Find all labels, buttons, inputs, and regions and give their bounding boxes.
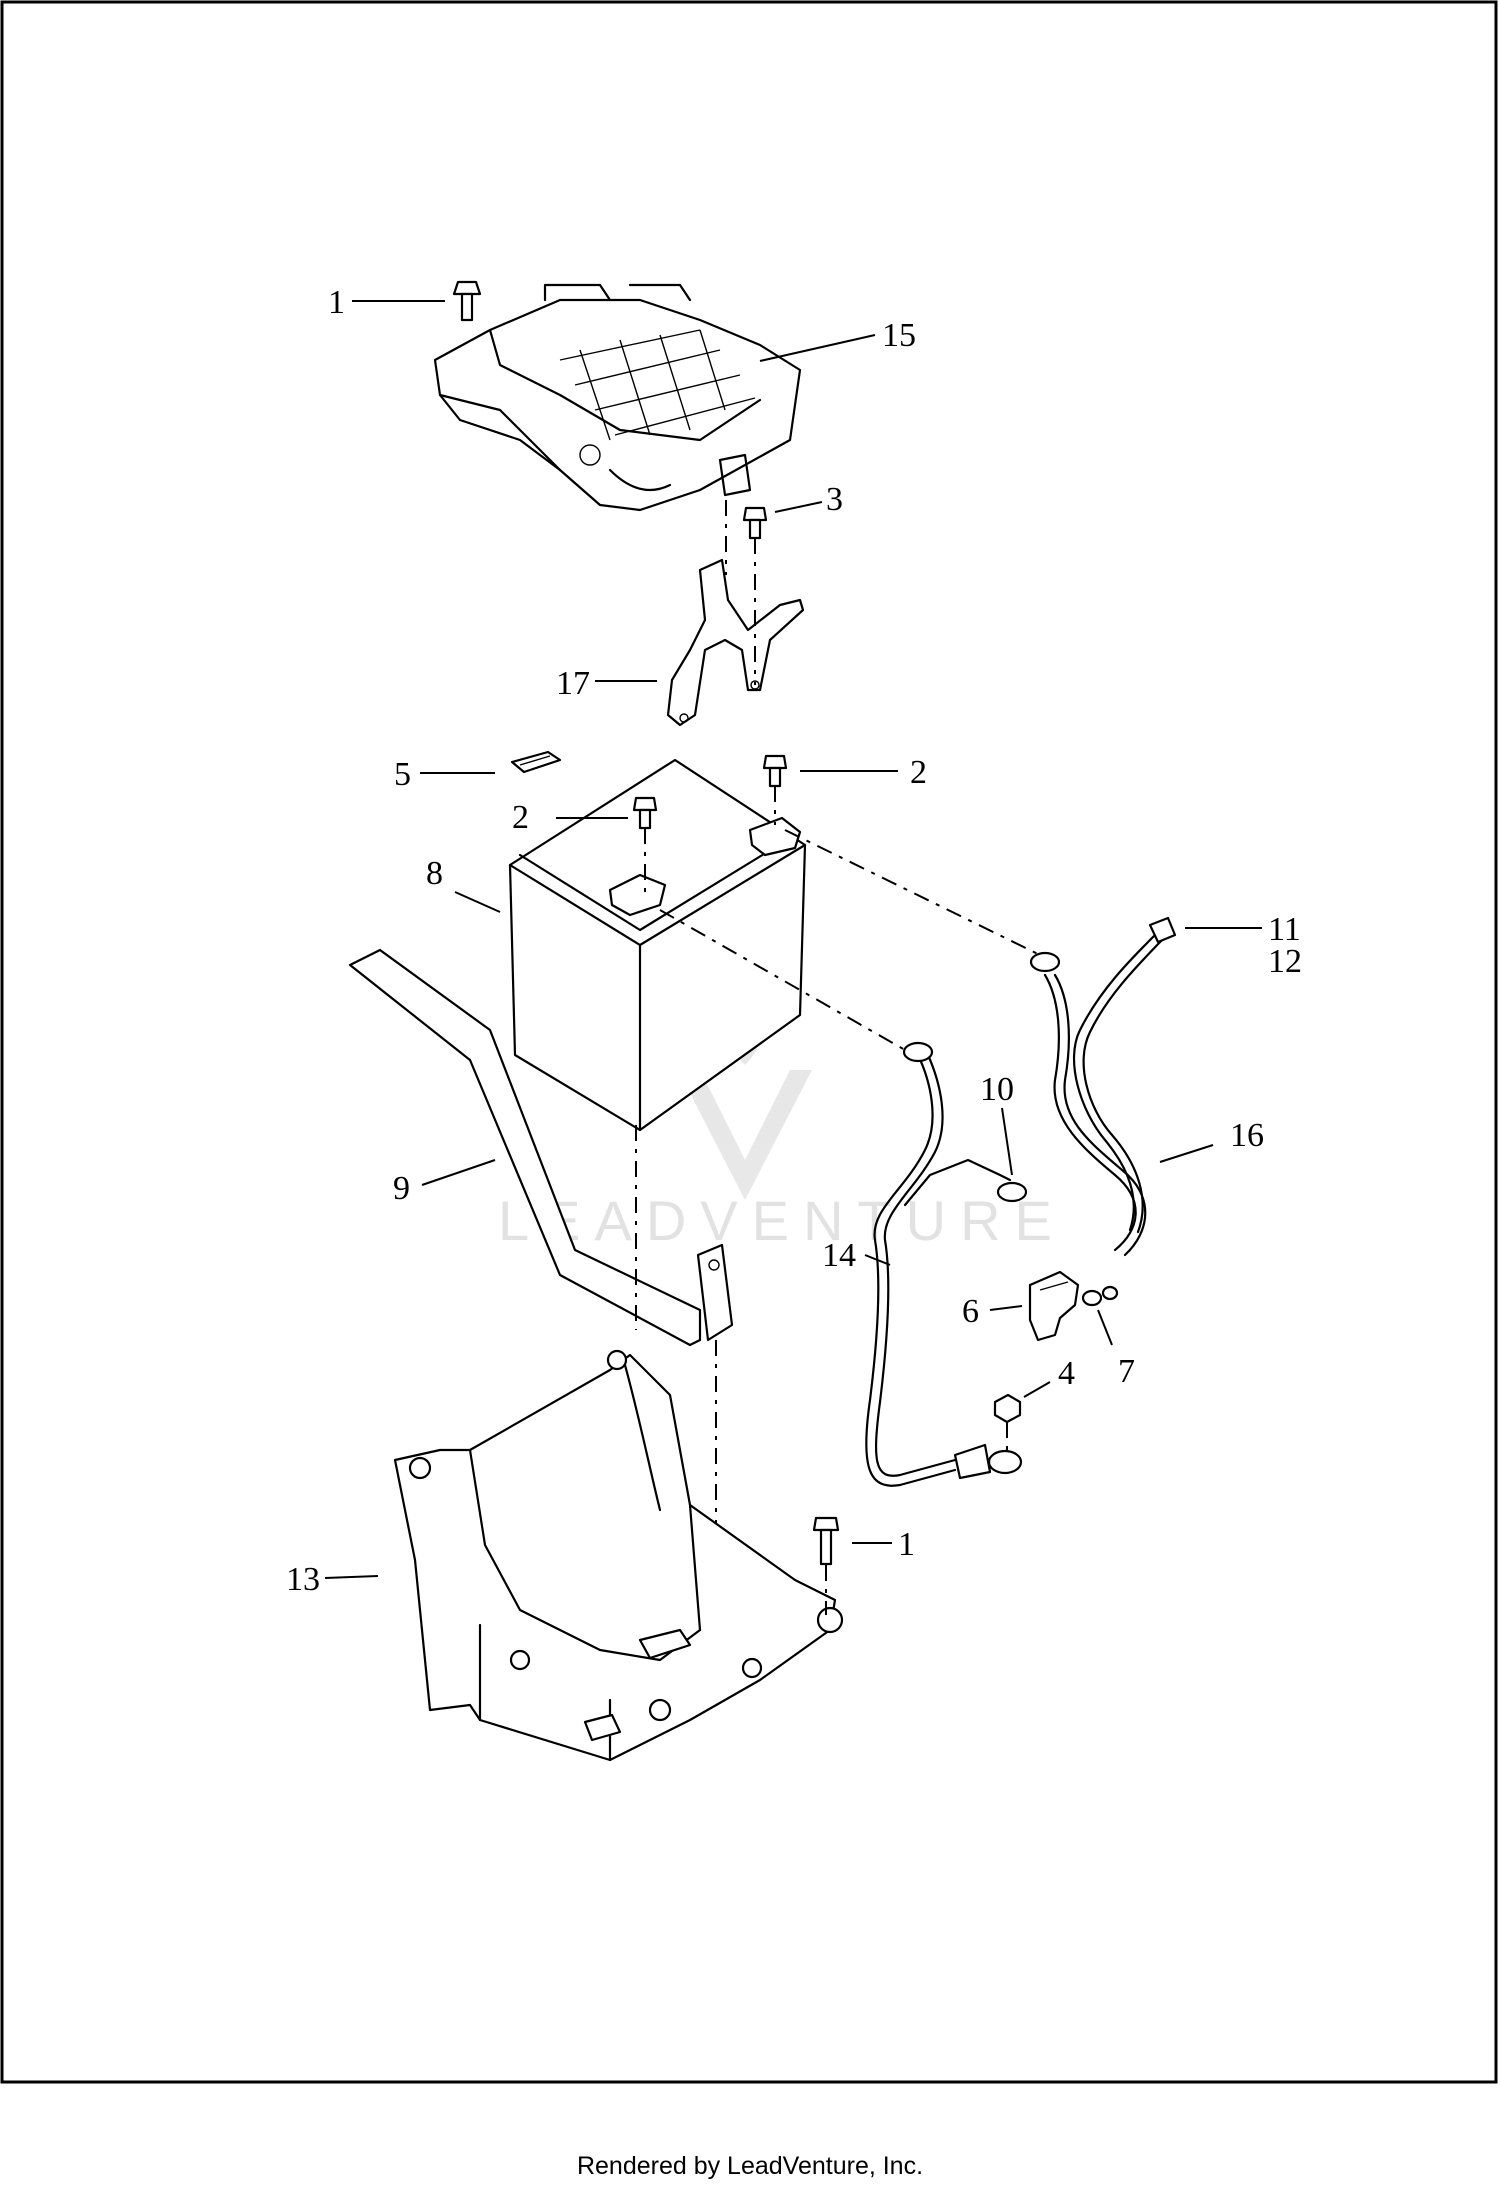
callout-3: 3 [826, 481, 843, 518]
part-4-nut [993, 1393, 1022, 1424]
footer-credit: Rendered by LeadVenture, Inc. [576, 2152, 924, 2180]
callout-10: 10 [980, 1071, 1014, 1108]
callout-9: 9 [393, 1170, 410, 1207]
part-8-battery [508, 758, 807, 1132]
callout-2-right: 2 [910, 754, 927, 791]
part-1-bolt-top [452, 280, 482, 322]
callout-1-top: 1 [328, 284, 345, 321]
part-9-strap [348, 948, 734, 1347]
leader-lines [324, 300, 1262, 1579]
callout-17: 17 [556, 665, 590, 702]
part-7-nut [1081, 1285, 1119, 1307]
callouts: 1 15 3 17 5 2 2 8 11 12 10 16 9 14 6 7 4… [286, 284, 1302, 1598]
callout-7: 7 [1118, 1353, 1135, 1390]
callout-12: 12 [1268, 943, 1302, 980]
callout-16: 16 [1230, 1117, 1264, 1154]
callout-1-bottom: 1 [898, 1526, 915, 1563]
part-15-upper-tray [433, 283, 802, 512]
part-2-bolt-b [762, 754, 788, 788]
callout-11: 11 [1268, 911, 1301, 948]
part-13-lower-tray [393, 1349, 844, 1762]
part-10-ring-terminal [903, 1158, 1028, 1207]
callout-2-left: 2 [512, 799, 529, 836]
part-14-cable [865, 1041, 1023, 1487]
callout-14: 14 [822, 1237, 856, 1274]
part-16-cable [1029, 916, 1177, 1257]
callout-4: 4 [1058, 1355, 1075, 1392]
callout-5: 5 [394, 756, 411, 793]
alignment-line-neg-terminal [659, 909, 906, 1051]
part-3-bolt [742, 506, 768, 540]
part-17-bracket [666, 558, 805, 727]
alignment-line-pos-terminal [784, 829, 1041, 956]
callout-8: 8 [426, 855, 443, 892]
part-5-label [510, 750, 562, 774]
part-1-bolt-bottom [812, 1516, 840, 1566]
callout-13: 13 [286, 1561, 320, 1598]
watermark-text: LEADVENTURE [498, 1189, 1066, 1252]
diagram-border [0, 0, 1498, 2084]
part-6-boot [1028, 1270, 1080, 1342]
callout-15: 15 [882, 317, 916, 354]
callout-6: 6 [962, 1293, 979, 1330]
